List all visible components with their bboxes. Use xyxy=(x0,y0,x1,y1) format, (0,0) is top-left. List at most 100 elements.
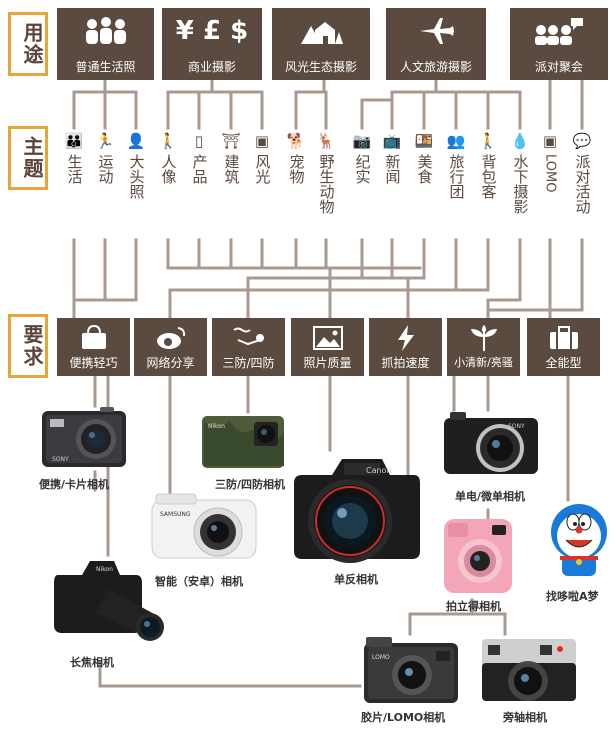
chat-people-icon: 💬 xyxy=(572,132,592,150)
dog-icon: 🐕 xyxy=(286,132,306,150)
theme-label: 纪实 xyxy=(353,154,372,184)
theme-lomo: ▣LOMO xyxy=(539,130,561,192)
doraemon-image xyxy=(548,500,610,584)
req-label: 照片质量 xyxy=(303,356,352,370)
theme-scenery: ▣ 风光 xyxy=(251,130,273,184)
usage-box-daily: 普通生活照 xyxy=(57,8,154,80)
currency-icon: ¥ £ $ xyxy=(175,16,249,46)
superzoom-brand: Nikon xyxy=(96,566,113,573)
landscape-house-icon xyxy=(272,14,370,48)
tough-brand: Nikon xyxy=(208,423,225,430)
weibo-icon xyxy=(134,324,207,352)
lomo-camera-label: 胶片/LOMO相机 xyxy=(361,711,446,724)
instant-camera-label: 拍立得相机 xyxy=(446,600,501,613)
hiker-icon: 🚶 xyxy=(478,132,498,150)
theme-label: 野生动物 xyxy=(317,154,336,214)
usage-label: 风光生态摄影 xyxy=(284,60,357,74)
deer-icon: 🦌 xyxy=(316,132,336,150)
photo-icon xyxy=(291,324,364,352)
dslr-camera-label: 单反相机 xyxy=(334,573,378,586)
req-label: 全能型 xyxy=(545,356,582,370)
dslr-brand: Canon xyxy=(366,466,392,475)
theme-label: 运动 xyxy=(96,154,115,184)
theme-pet: 🐕 宠物 xyxy=(285,130,307,184)
water-drops-icon: 💧 xyxy=(510,132,530,150)
party-people-icon xyxy=(510,14,608,48)
smart-brand: SAMSUNG xyxy=(160,511,191,518)
theme-label: 大头照 xyxy=(127,154,146,199)
diver-icon xyxy=(212,324,285,352)
lomo-brand: LOMO xyxy=(372,654,390,661)
req-label: 三防/四防 xyxy=(222,356,275,370)
theme-label: 风光 xyxy=(253,154,272,184)
photographer-icon: 📷 xyxy=(352,132,372,150)
person-bust-icon: 👤 xyxy=(126,132,146,150)
usage-box-travel: 人文旅游摄影 xyxy=(386,8,486,80)
picture-icon: ▣ xyxy=(254,132,270,150)
superzoom-camera-label: 长焦相机 xyxy=(70,656,114,669)
running-icon: 🏃 xyxy=(95,132,115,150)
crowd-icon: 👥 xyxy=(446,132,466,150)
food-icon: 🍱 xyxy=(414,132,434,150)
theme-tour-group: 👥 旅行团 xyxy=(445,130,467,199)
req-box-speed: 抓拍速度 xyxy=(369,318,442,376)
req-box-portable: 便携轻巧 xyxy=(57,318,130,376)
mirrorless-brand: SONY xyxy=(508,423,525,430)
person-icon: 🚶 xyxy=(158,132,178,150)
rangefinder-camera-image xyxy=(480,633,580,711)
tough-camera-label: 三防/四防相机 xyxy=(215,478,286,491)
instant-camera-image xyxy=(440,515,516,599)
req-box-fresh: 小清新/亮骚 xyxy=(447,318,520,376)
usage-box-party: 派对聚会 xyxy=(510,8,608,80)
theme-label: 建筑 xyxy=(222,154,241,184)
theme-label: 宠物 xyxy=(287,154,306,184)
theme-food: 🍱 美食 xyxy=(413,130,435,184)
usage-label: 派对聚会 xyxy=(534,60,583,74)
phone-icon: ▯ xyxy=(194,132,204,150)
theme-life: 👪生活 xyxy=(63,130,85,184)
sprout-icon xyxy=(447,324,520,352)
theme-label: LOMO xyxy=(542,154,558,193)
tv-icon: 📺 xyxy=(382,132,402,150)
req-box-sharing: 网络分享 xyxy=(134,318,207,376)
theme-product: ▯ 产品 xyxy=(188,130,210,184)
suitcase-icon xyxy=(527,324,600,352)
mirrorless-camera-label: 单电/微单相机 xyxy=(455,490,526,503)
doraemon-label: 找哆啦A梦 xyxy=(546,590,599,603)
section-label-theme: 主题 xyxy=(8,126,48,190)
lomo-camera-image: LOMO xyxy=(362,633,460,711)
theme-label: 美食 xyxy=(415,154,434,184)
theme-party: 💬 派对活动 xyxy=(571,130,593,214)
req-box-rugged: 三防/四防 xyxy=(212,318,285,376)
theme-portrait: 🚶 人像 xyxy=(157,130,179,184)
req-label: 抓拍速度 xyxy=(381,356,430,370)
theme-backpacker: 🚶 背包客 xyxy=(477,130,499,199)
theme-news: 📺 新闻 xyxy=(381,130,403,184)
people-group-icon xyxy=(57,14,154,48)
superzoom-camera-image: Nikon xyxy=(52,555,170,651)
lightning-icon xyxy=(369,324,442,352)
theme-label: 水下摄影 xyxy=(511,154,530,214)
theme-label: 人像 xyxy=(159,154,178,184)
handbag-icon xyxy=(57,324,130,352)
usage-label: 人文旅游摄影 xyxy=(399,60,472,74)
smart-camera-image: SAMSUNG xyxy=(150,490,260,569)
theme-documentary: 📷 纪实 xyxy=(351,130,373,184)
theme-underwater: 💧 水下摄影 xyxy=(509,130,531,214)
req-box-allround: 全能型 xyxy=(527,318,600,376)
rangefinder-camera-label: 旁轴相机 xyxy=(503,711,547,724)
req-label: 网络分享 xyxy=(146,356,195,370)
usage-box-commercial: ¥ £ $ 商业摄影 xyxy=(162,8,262,80)
theme-label: 产品 xyxy=(190,154,209,184)
theme-label: 派对活动 xyxy=(573,154,592,214)
theme-label: 旅行团 xyxy=(447,154,466,199)
usage-label: 普通生活照 xyxy=(75,60,136,74)
theme-wildlife: 🦌 野生动物 xyxy=(315,130,337,214)
section-label-usage: 用途 xyxy=(8,12,48,76)
theme-label: 新闻 xyxy=(383,154,402,184)
req-label: 小清新/亮骚 xyxy=(454,356,513,369)
theme-label: 背包客 xyxy=(479,154,498,199)
tough-camera-image: Nikon xyxy=(200,412,286,476)
